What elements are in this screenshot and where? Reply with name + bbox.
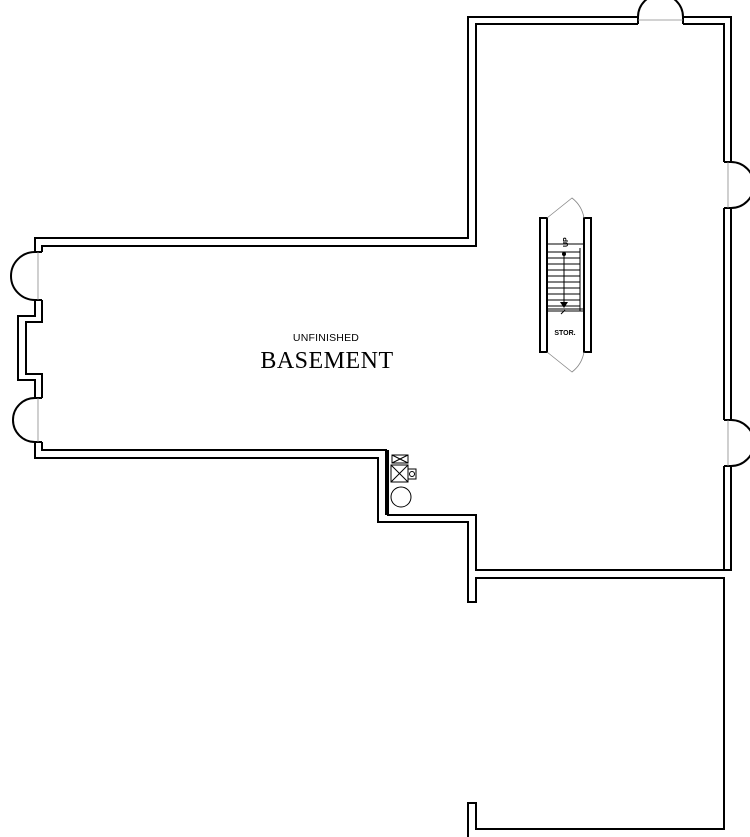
staircase: UP STOR. bbox=[539, 197, 592, 373]
top-window-bay bbox=[637, 0, 684, 18]
stair-wall-right bbox=[583, 217, 592, 353]
room-subtitle: UNFINISHED bbox=[293, 332, 359, 344]
top-door-swing bbox=[546, 197, 585, 219]
storage-label: STOR. bbox=[554, 330, 575, 337]
exterior-walls bbox=[17, 16, 732, 837]
left-window-bay-upper bbox=[10, 251, 36, 301]
left-window-bay-lower bbox=[12, 397, 36, 443]
right-window-bay-upper bbox=[730, 161, 750, 209]
mechanical-equipment bbox=[390, 454, 417, 508]
window-bays bbox=[10, 0, 750, 467]
stair-wall-left bbox=[539, 217, 548, 353]
water-heater-box bbox=[391, 454, 409, 464]
stair-arrow-head bbox=[560, 302, 568, 308]
tank-circle bbox=[390, 486, 412, 508]
right-window-bay-lower bbox=[730, 419, 750, 467]
stair-up-label: UP bbox=[563, 237, 570, 247]
bottom-door-swing bbox=[546, 351, 585, 373]
room-title: BASEMENT bbox=[260, 348, 393, 374]
